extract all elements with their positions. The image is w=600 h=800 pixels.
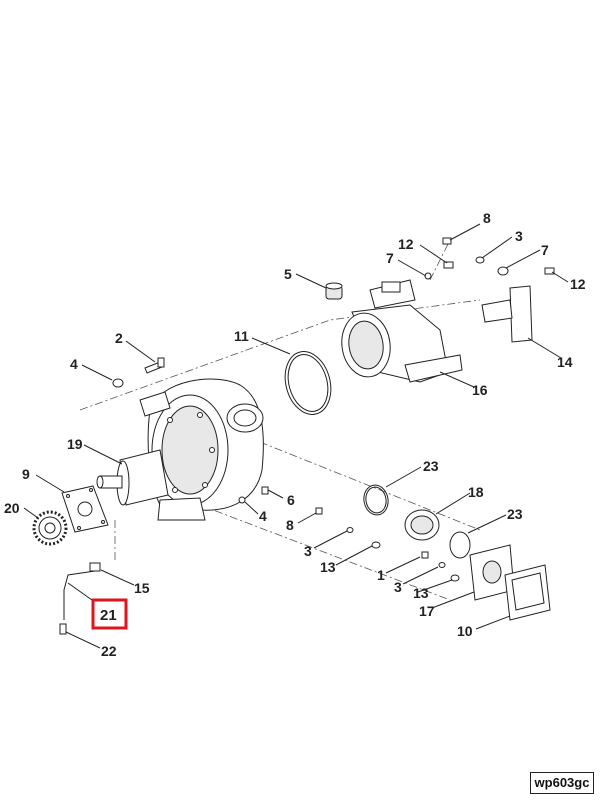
callout-19: 19 [67,436,83,452]
bracket-14 [481,285,533,343]
figure-code-label: wp603gc [530,772,594,794]
gasket-9 [61,485,109,533]
fastener-12a [443,261,454,269]
washer-3b [346,527,354,533]
pump-housing [139,378,264,521]
callout-7: 7 [386,250,394,266]
washer-3a [475,256,485,264]
callout-labels: 8 12 3 7 7 12 5 14 11 2 4 16 19 23 9 6 1… [4,210,586,659]
callout-13: 13 [413,585,429,601]
callout-2: 2 [115,330,123,346]
bearing-frame-19 [96,449,169,506]
callout-18: 18 [468,484,484,500]
washer-4b [238,496,246,504]
callout-7: 7 [541,242,549,258]
callout-16: 16 [472,382,488,398]
callout-3: 3 [394,579,402,595]
callout-23: 23 [507,506,523,522]
callout-5: 5 [284,266,292,282]
suction-cover-16 [341,279,463,383]
gear-20 [32,510,68,546]
leader-lines [23,223,569,649]
callout-8: 8 [286,517,294,533]
callout-1: 1 [377,567,385,583]
nut-13a [371,541,381,549]
nut-13b [450,574,460,582]
callout-22: 22 [101,643,117,659]
oring-4a [112,378,124,388]
nut-7a [497,266,509,276]
callout-9: 9 [22,466,30,482]
callout-12: 12 [570,276,586,292]
callout-15: 15 [134,580,150,596]
bolt-12b [544,267,555,275]
callout-13: 13 [320,559,336,575]
callout-10: 10 [457,623,473,639]
tube-21-22 [59,570,96,635]
callout-21: 21 [100,607,117,624]
callout-8: 8 [483,210,491,226]
callout-11: 11 [234,328,249,344]
oring-11 [284,351,332,415]
fastener-8a [442,237,452,245]
oring-23b [449,531,471,559]
flange-18 [404,509,440,541]
callout-23: 23 [423,458,439,474]
callout-14: 14 [557,354,573,370]
callout-20: 20 [4,500,20,516]
bolt-1 [421,551,429,559]
callout-3: 3 [304,543,312,559]
bolt-6 [261,486,269,495]
callout-6: 6 [287,492,295,508]
fitting-15 [89,562,101,572]
bolt-2 [144,357,165,374]
plate-10 [504,564,551,621]
callout-4: 4 [259,508,267,524]
bolt-8b [315,507,323,515]
assembly-centerlines [79,239,481,601]
oring-23a [363,484,389,516]
callout-17: 17 [419,603,435,619]
highlighted-callout-21: 21 [91,598,128,630]
highlight-box [91,598,128,630]
washer-3c [438,562,446,568]
plug-5 [325,282,343,300]
callout-4: 4 [70,356,78,372]
callout-3: 3 [515,228,523,244]
callout-12: 12 [398,236,414,252]
